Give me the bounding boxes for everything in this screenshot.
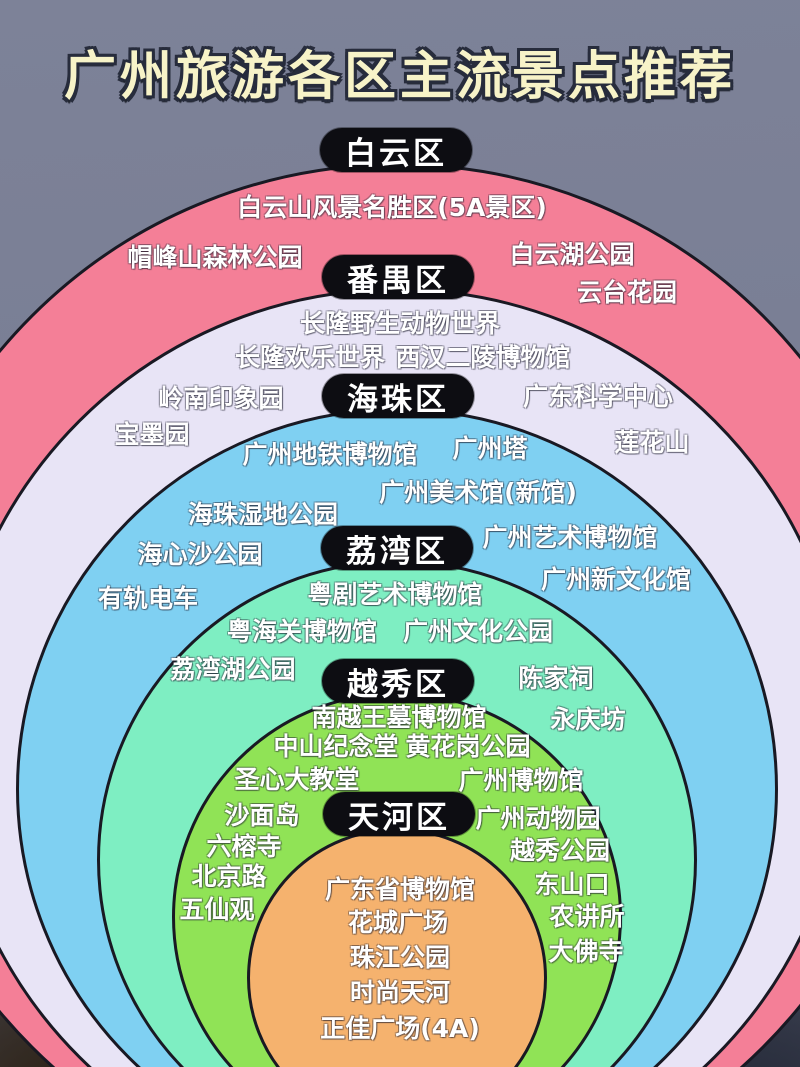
- attraction-label: 长隆欢乐世界: [234, 343, 386, 372]
- attraction-label: 海心沙公园: [137, 540, 263, 569]
- attraction-label: 永庆坊: [550, 705, 626, 734]
- attraction-label: 西汉二陵博物馆: [395, 343, 571, 372]
- attraction-label: 岭南印象园: [158, 384, 284, 413]
- attraction-label: 广州塔: [452, 434, 528, 463]
- attraction-label: 五仙观: [179, 895, 255, 924]
- attraction-label: 黄花岗公园: [405, 732, 531, 761]
- attraction-label: 广州美术馆(新馆): [379, 478, 577, 507]
- attraction-label: 广州博物馆: [458, 766, 584, 795]
- attraction-label: 白云湖公园: [509, 240, 635, 269]
- attraction-label: 花城广场: [347, 908, 449, 937]
- attraction-label: 东山口: [534, 870, 610, 899]
- attraction-label: 粤剧艺术博物馆: [307, 580, 483, 609]
- attraction-label: 广州文化公园: [402, 617, 554, 646]
- attraction-label: 南越王墓博物馆: [311, 703, 487, 732]
- attraction-label: 六榕寺: [206, 832, 282, 861]
- district-badge-panyu: 番禺区: [322, 255, 474, 299]
- attraction-label: 海珠湿地公园: [187, 500, 339, 529]
- attraction-label: 广州地铁博物馆: [242, 440, 418, 469]
- attraction-label: 圣心大教堂: [234, 765, 360, 794]
- district-badge-yuexiu: 越秀区: [322, 659, 474, 703]
- district-badge-liwan: 荔湾区: [321, 526, 473, 570]
- attraction-label: 云台花园: [576, 278, 678, 307]
- attraction-label: 时尚天河: [349, 978, 451, 1007]
- page-title: 广州旅游各区主流景点推荐: [63, 47, 736, 107]
- attraction-label: 广州艺术博物馆: [482, 523, 658, 552]
- district-badge-baiyun: 白云区: [320, 128, 472, 172]
- attraction-label: 农讲所: [549, 902, 625, 931]
- attraction-label: 白云山风景名胜区(5A景区): [237, 193, 547, 222]
- attraction-label: 广东科学中心: [522, 382, 674, 411]
- attraction-label: 有轨电车: [97, 584, 199, 613]
- attraction-label: 广州动物园: [475, 804, 601, 833]
- attraction-label: 宝墨园: [114, 420, 190, 449]
- attraction-label: 珠江公园: [349, 943, 451, 972]
- attraction-label: 北京路: [191, 862, 267, 891]
- attraction-label: 正佳广场(4A): [320, 1014, 480, 1043]
- attraction-label: 广东省博物馆: [324, 875, 476, 904]
- attraction-label: 荔湾湖公园: [170, 655, 296, 684]
- attraction-label: 越秀公园: [509, 836, 611, 865]
- attraction-label: 粤海关博物馆: [226, 617, 378, 646]
- attraction-label: 沙面岛: [224, 801, 300, 830]
- attraction-label: 莲花山: [614, 428, 690, 457]
- attraction-label: 长隆野生动物世界: [299, 309, 501, 338]
- district-badge-tianhe: 天河区: [323, 792, 475, 836]
- attraction-label: 陈家祠: [518, 664, 594, 693]
- attraction-label: 帽峰山森林公园: [127, 243, 303, 272]
- attraction-label: 广州新文化馆: [540, 565, 692, 594]
- attraction-label: 中山纪念堂: [273, 732, 399, 761]
- district-badge-haizhu: 海珠区: [322, 374, 474, 418]
- attraction-label: 大佛寺: [548, 937, 624, 966]
